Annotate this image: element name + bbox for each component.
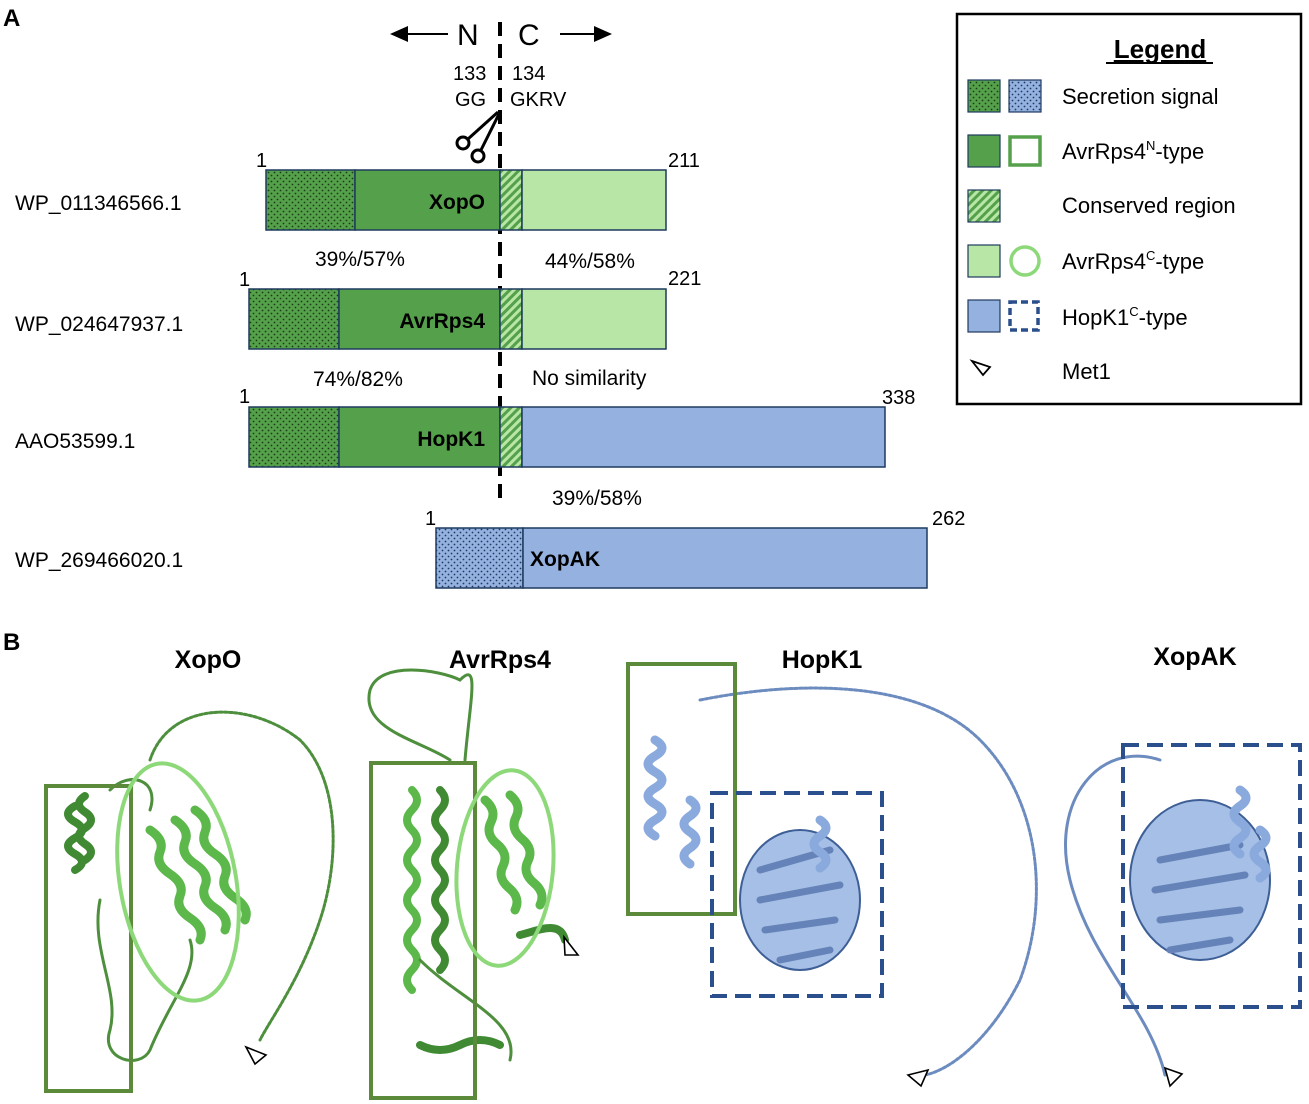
end-position: 338 — [882, 387, 915, 409]
hopk1c-box — [1121, 743, 1302, 1009]
cleavage-right-seq: GKRV — [510, 89, 567, 111]
end-position: 262 — [932, 508, 965, 530]
avrrps4-structure — [367, 668, 569, 1062]
cleavage-left-seq: GG — [455, 89, 486, 111]
legend-swatch-blue-dots — [1008, 79, 1042, 113]
similarity-n: 39%/57% — [315, 248, 405, 271]
conserved-region — [499, 169, 523, 231]
avrrps4c-domain — [521, 288, 667, 350]
similarity-c: 44%/58% — [545, 250, 635, 273]
avrrps4n-box — [369, 761, 477, 1100]
panel-b-label: B — [3, 629, 20, 656]
met1-arrowhead-icon — [969, 359, 992, 377]
legend-item-label: Secretion signal — [1062, 84, 1219, 109]
hopk1-structure — [643, 686, 1038, 1077]
end-position: 211 — [668, 150, 700, 172]
legend-box — [955, 12, 1303, 406]
secretion-signal-domain — [248, 288, 340, 350]
avrrps4n-box — [44, 784, 133, 1093]
legend-item-label-rich: AvrRps4C-type — [1062, 248, 1204, 274]
protein-name: AvrRps4 — [399, 310, 485, 333]
secretion-signal-domain — [265, 169, 356, 231]
accession-label: WP_024647937.1 — [15, 313, 183, 336]
cleavage-right-position: 134 — [512, 63, 545, 85]
met1-arrowhead-icon — [906, 1068, 930, 1088]
protein-name: XopAK — [530, 548, 600, 571]
legend-swatch-green-dots — [967, 79, 1001, 113]
similarity-c: 39%/58% — [552, 487, 642, 510]
start-position: 1 — [239, 269, 250, 291]
cleavage-left-position: 133 — [453, 63, 486, 85]
legend-swatch-blue — [967, 299, 1001, 333]
legend-swatch-dark-green — [967, 134, 1001, 168]
avrrps4c-ellipse — [115, 761, 241, 1003]
protein-name: XopO — [429, 191, 485, 214]
hopk1c-domain — [522, 527, 928, 589]
structure-title: XopO — [175, 646, 242, 674]
conserved-region — [499, 406, 523, 468]
start-position: 1 — [425, 508, 436, 530]
avrrps4n-domain — [354, 169, 501, 231]
secretion-signal-domain — [248, 406, 340, 468]
legend-swatch-green-box — [1008, 135, 1042, 167]
legend-swatch-hatch — [967, 189, 1001, 223]
hopk1c-box — [710, 791, 884, 998]
avrrps4n-box — [626, 662, 737, 916]
xopo-structure — [64, 710, 335, 1062]
start-position: 1 — [256, 150, 267, 172]
xopak-structure — [1064, 754, 1271, 1077]
avrrps4c-ellipse — [454, 768, 556, 968]
conserved-region — [499, 288, 523, 350]
structure-title: AvrRps4 — [449, 646, 551, 674]
legend-title: Legend — [1114, 34, 1206, 64]
avrrps4c-domain — [521, 169, 667, 231]
legend-item-label-rich: AvrRps4N-type — [1062, 138, 1204, 164]
legend-item-label-rich: HopK1C-type — [1062, 304, 1188, 330]
c-terminus-label: C — [518, 19, 540, 52]
hopk1c-domain — [521, 406, 886, 468]
legend-swatch-green-circle — [1009, 245, 1041, 277]
avrrps4n-domain — [338, 406, 501, 468]
accession-label: WP_011346566.1 — [15, 192, 182, 215]
met1-arrowhead-icon — [244, 1045, 268, 1066]
structure-title: HopK1 — [782, 646, 863, 674]
n-terminus-label: N — [457, 19, 479, 52]
similarity-n: 74%/82% — [313, 368, 403, 391]
legend-item-label: Conserved region — [1062, 193, 1236, 218]
accession-label: AAO53599.1 — [15, 430, 135, 453]
start-position: 1 — [239, 386, 250, 408]
legend-swatch-blue-dashed — [1008, 300, 1040, 332]
scissors-icon — [455, 110, 502, 164]
legend-item-label: Met1 — [1062, 359, 1111, 384]
structure-title: XopAK — [1153, 643, 1236, 671]
met1-arrowhead-icon — [563, 934, 580, 956]
secretion-signal-domain — [435, 527, 524, 589]
similarity-c: No similarity — [532, 367, 647, 390]
end-position: 221 — [668, 268, 701, 290]
legend-swatch-light-green — [967, 244, 1001, 278]
protein-name: HopK1 — [417, 428, 485, 451]
accession-label: WP_269466020.1 — [15, 549, 183, 572]
met1-arrowhead-icon — [1163, 1066, 1184, 1088]
panel-a-label: A — [3, 5, 20, 32]
